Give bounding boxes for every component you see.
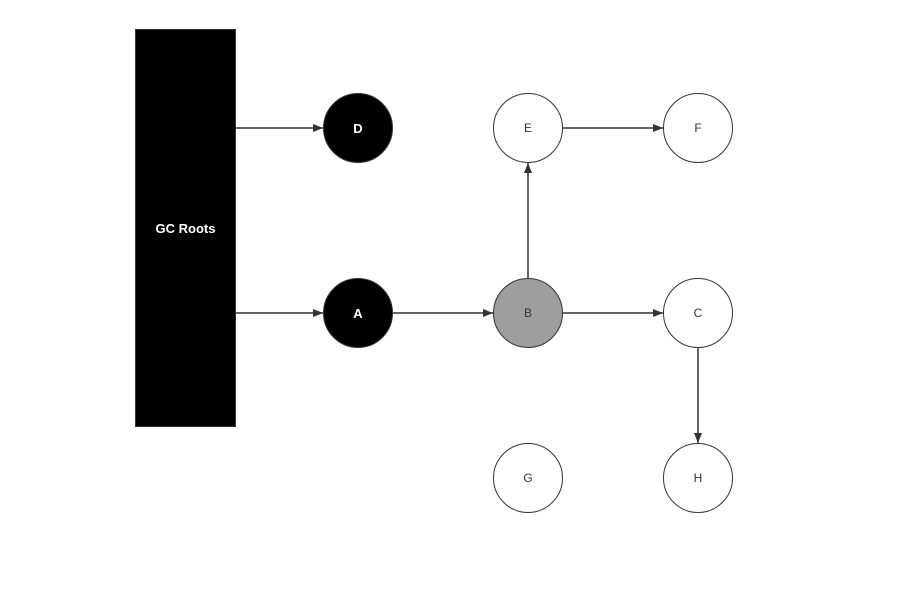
node-g: G <box>493 443 563 513</box>
node-a: A <box>323 278 393 348</box>
node-e: E <box>493 93 563 163</box>
node-e-label: E <box>523 121 532 135</box>
node-a-label: A <box>353 305 363 321</box>
gc-roots-label: GC Roots <box>155 220 216 236</box>
node-d: D <box>323 93 393 163</box>
node-d-label: D <box>353 120 363 136</box>
node-c-label: C <box>693 306 703 320</box>
gc-roots-block: GC Roots <box>135 29 236 427</box>
node-f-label: F <box>694 121 702 135</box>
node-h: H <box>663 443 733 513</box>
node-h-label: H <box>693 471 703 485</box>
node-g-label: G <box>523 471 533 485</box>
node-b-label: B <box>523 306 532 320</box>
node-b: B <box>493 278 563 348</box>
node-f: F <box>663 93 733 163</box>
node-c: C <box>663 278 733 348</box>
